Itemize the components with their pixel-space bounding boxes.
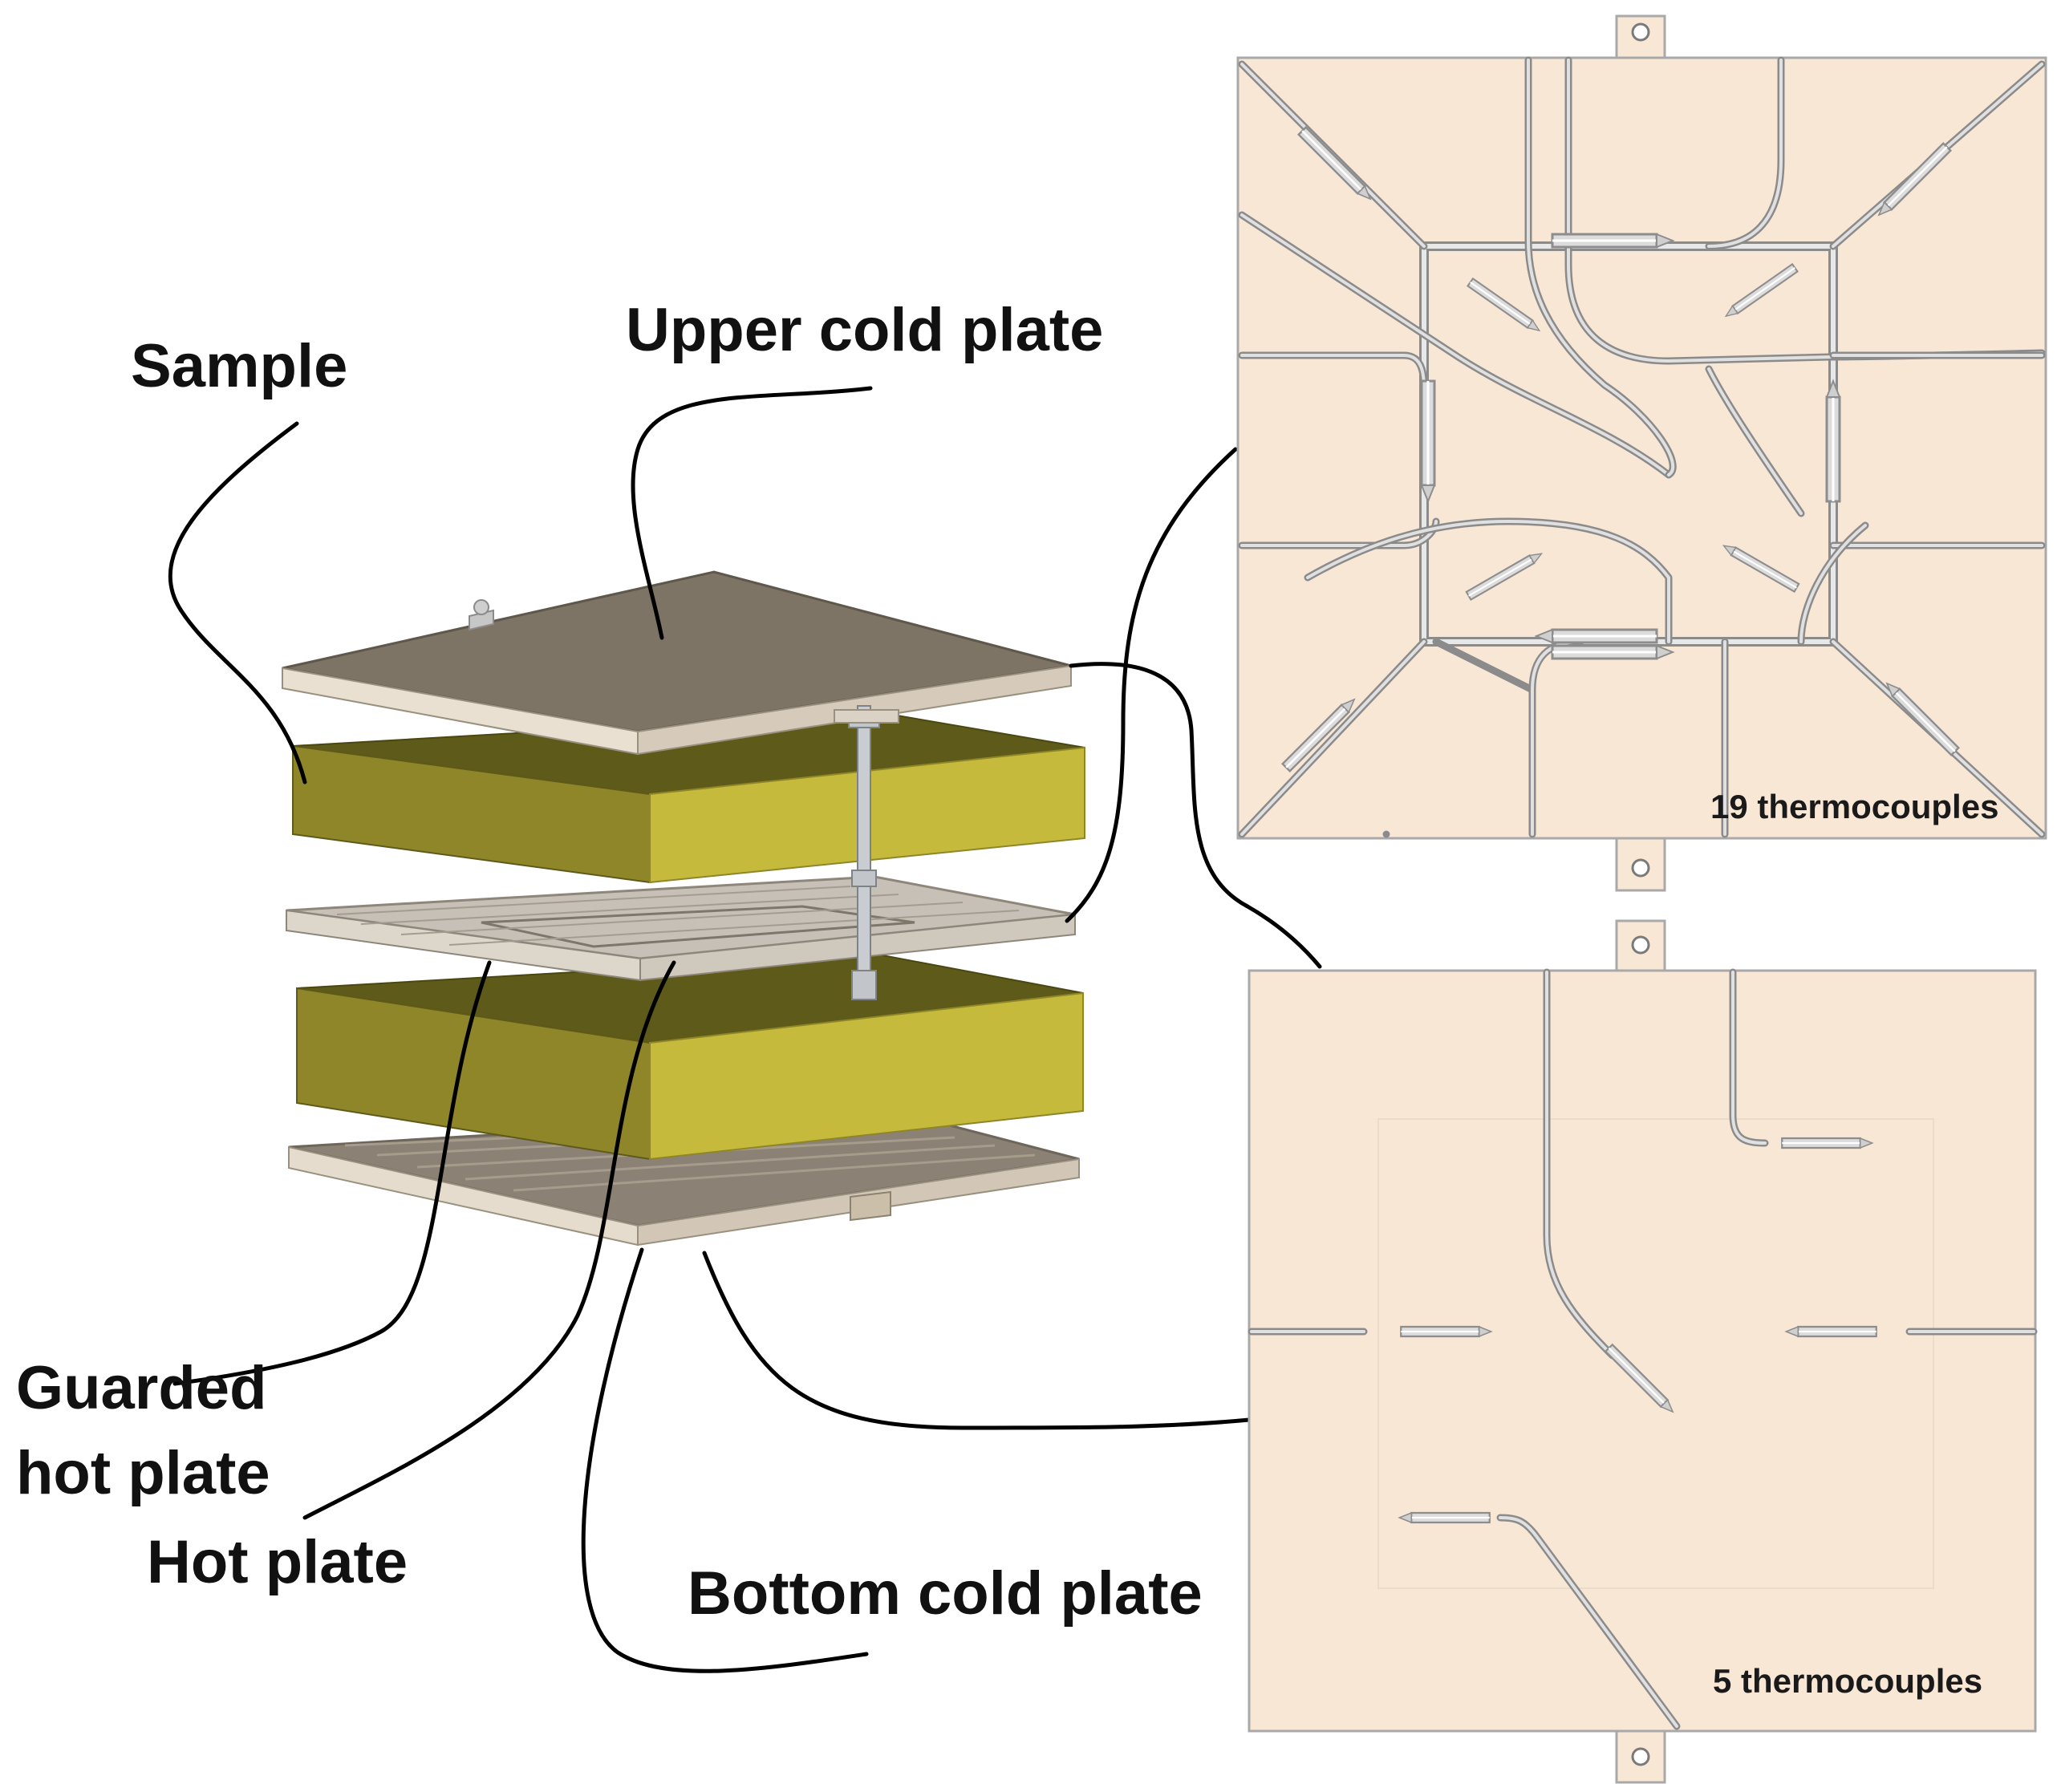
label-sample: Sample [131,332,347,400]
mounting-hole-icon [1631,858,1650,878]
mounting-hole-icon [1631,1747,1650,1766]
leader-sample [168,421,307,785]
thermocouple-icon [1781,1137,1873,1149]
label-upper-cold-plate: Upper cold plate [626,296,1103,364]
thermocouple-icon [1551,233,1674,249]
thermocouple-icon [1551,644,1674,660]
caption-bottom-panel: 5 thermocouples [1713,1662,1982,1700]
bottom-plate-thermocouple-panel: 5 thermocouples [1248,919,2038,1784]
label-guarded-line1: Guarded [16,1354,267,1422]
hot-plate-assembly [286,875,1076,982]
thermocouple-icon [1825,379,1841,503]
leader-guarded-hot-plate [172,960,492,1386]
plate-stack [282,570,1085,1247]
thermocouple-icon [1785,1325,1877,1338]
leader-upper-cold-plate [631,386,873,640]
leader-hot-plate [302,960,676,1520]
upper-plate-thermocouple-panel: 19 thermocouples [1236,14,2047,892]
wiring-bottom [1248,968,2038,1730]
label-bottom-cold-plate: Bottom cold plate [688,1559,1203,1628]
leader-lines [168,386,1322,1673]
leader-bottom-plate-to-panel [702,1251,1252,1430]
leader-bottom-cold-plate [581,1247,869,1673]
thermocouple-icon [1400,1325,1492,1338]
mounting-hole-icon [1631,935,1650,955]
bottom-cold-plate [288,1109,1080,1247]
leader-upper-plate-to-panel [1069,662,1322,969]
panel-bottom-plate [1248,969,2037,1733]
stack-labels: Sample Upper cold plate Guarded hot plat… [16,296,1203,1628]
mounting-hole-icon [1631,22,1650,42]
caption-top-panel: 19 thermocouples [1710,788,1998,825]
thermocouple-icon [1420,379,1436,503]
thermocouple-icon [1398,1511,1491,1524]
thermocouple-icon [1535,628,1658,644]
label-guarded-line2: hot plate [16,1439,270,1507]
label-hot-plate: Hot plate [147,1528,408,1596]
leader-hot-plate-to-panel [1065,447,1238,923]
connecting-rod [834,705,899,1000]
